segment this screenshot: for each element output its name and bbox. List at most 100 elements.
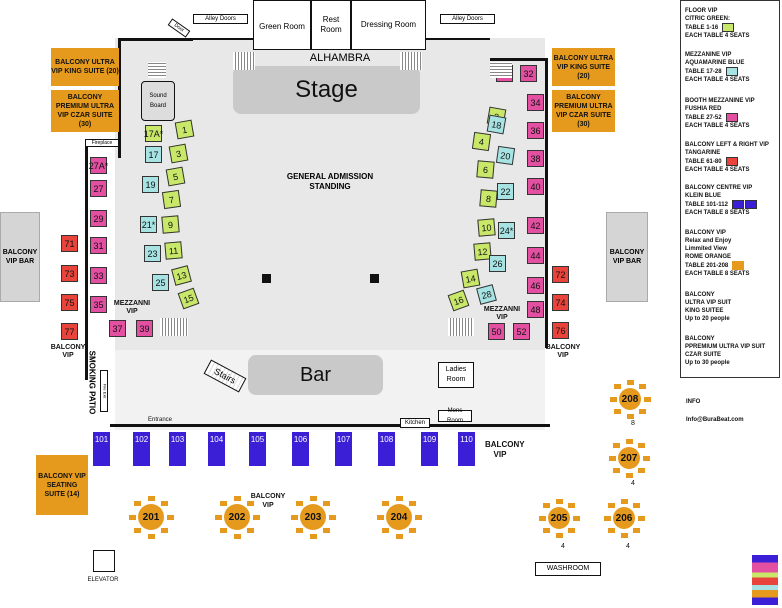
table-green-left-6[interactable]: 11 xyxy=(164,241,183,260)
round-table-3[interactable]: 204 xyxy=(386,504,412,530)
alley-doors-left[interactable]: Alley Doors xyxy=(193,14,248,24)
chair xyxy=(395,533,403,539)
table-blue-left-4[interactable]: 25 xyxy=(152,274,169,291)
mezzanine-stairs-right xyxy=(448,318,474,336)
table-red-left-3[interactable]: 77 xyxy=(61,323,78,340)
table-pink-left-2[interactable]: 29 xyxy=(90,210,107,227)
round-table-6[interactable]: 207 xyxy=(618,447,640,469)
table-pink-right-2[interactable]: 34 xyxy=(527,94,544,111)
czar-suite-right[interactable]: BALCONY PREMIUM ULTRA VIP CZAR SUITE (30… xyxy=(552,90,615,132)
table-pink-left-6[interactable]: 37 xyxy=(109,320,126,337)
round-table-2[interactable]: 203 xyxy=(300,504,326,530)
table-red-left-1[interactable]: 73 xyxy=(61,265,78,282)
table-pink-right-10[interactable]: 50 xyxy=(488,323,505,340)
table-pink-left-4[interactable]: 33 xyxy=(90,267,107,284)
table-blue-right-1[interactable]: 20 xyxy=(495,145,516,166)
sound-board: Sound Board xyxy=(141,81,175,121)
table-centre-5[interactable]: 106 xyxy=(292,432,309,466)
table-red-right-1[interactable]: 74 xyxy=(552,294,569,311)
table-centre-9[interactable]: 110 xyxy=(458,432,475,466)
round-table-7[interactable]: 208 xyxy=(619,388,641,410)
table-pink-right-5[interactable]: 40 xyxy=(527,178,544,195)
table-blue-left-2[interactable]: 21* xyxy=(140,216,157,233)
chair xyxy=(322,527,330,533)
round-table-1[interactable]: 202 xyxy=(224,504,250,530)
legend-centre-title: BALCONY CENTRE VIP xyxy=(685,185,753,191)
table-green-right-2[interactable]: 6 xyxy=(476,160,495,179)
table-green-right-3[interactable]: 8 xyxy=(479,189,498,208)
table-green-left-4[interactable]: 7 xyxy=(161,189,182,210)
chair xyxy=(643,396,651,402)
table-blue-right-3[interactable]: 24* xyxy=(498,222,515,239)
swatch-orange xyxy=(732,261,745,270)
legend-floor-title: FLOOR VIP xyxy=(685,8,718,14)
chair xyxy=(376,514,384,520)
table-green-left-0[interactable]: 17A* xyxy=(144,125,163,142)
table-blue-right-0[interactable]: 18 xyxy=(486,114,507,135)
table-green-right-1[interactable]: 4 xyxy=(471,131,492,152)
chair xyxy=(214,514,222,520)
table-pink-left-1[interactable]: 27 xyxy=(90,180,107,197)
legend-king-l1: ULTRA VIP SUIT xyxy=(685,300,732,306)
table-centre-2[interactable]: 103 xyxy=(169,432,186,466)
fire-exit[interactable]: Fire Exit xyxy=(100,370,108,412)
table-pink-left-5[interactable]: 35 xyxy=(90,296,107,313)
table-pink-right-1[interactable]: 32 xyxy=(520,65,537,82)
table-red-left-2[interactable]: 75 xyxy=(61,294,78,311)
table-pink-right-9[interactable]: 48 xyxy=(527,301,544,318)
table-pink-left-3[interactable]: 31 xyxy=(90,237,107,254)
table-pink-right-6[interactable]: 42 xyxy=(527,217,544,234)
table-centre-8[interactable]: 109 xyxy=(421,432,438,466)
table-pink-right-8[interactable]: 46 xyxy=(527,277,544,294)
table-pink-left-0[interactable]: 27A* xyxy=(89,157,108,174)
table-pink-right-7[interactable]: 44 xyxy=(527,247,544,264)
table-centre-1[interactable]: 102 xyxy=(133,432,150,466)
table-green-right-4[interactable]: 10 xyxy=(477,218,496,237)
swatch-blue xyxy=(725,67,738,76)
table-blue-left-3[interactable]: 23 xyxy=(144,245,161,262)
wall xyxy=(193,38,253,40)
table-pink-right-4[interactable]: 38 xyxy=(527,150,544,167)
table-blue-left-0[interactable]: 17 xyxy=(145,146,162,163)
chair xyxy=(603,515,611,521)
table-green-left-2[interactable]: 3 xyxy=(168,143,189,164)
czar-suite-left[interactable]: BALCONY PREMIUM ULTRA VIP CZAR SUITE (30… xyxy=(51,90,119,132)
table-red-right-2[interactable]: 76 xyxy=(552,322,569,339)
table-green-left-3[interactable]: 5 xyxy=(165,166,186,187)
info-email[interactable]: Info@BuraBeat.com xyxy=(686,417,744,423)
table-pink-right-11[interactable]: 52 xyxy=(513,323,530,340)
alley-doors-right[interactable]: Alley Doors xyxy=(440,14,495,24)
round-table-0[interactable]: 201 xyxy=(138,504,164,530)
legend-thumbnail xyxy=(752,555,778,605)
chair xyxy=(233,533,241,539)
round-table-4[interactable]: 205 xyxy=(548,507,570,529)
legend-bvip-l2: Limmited View xyxy=(685,246,727,252)
king-suite-left[interactable]: BALCONY ULTRA VIP KING SUITE (20) xyxy=(51,48,119,86)
table-blue-left-1[interactable]: 19 xyxy=(142,176,159,193)
seating-suite[interactable]: BALCONY VIP SEATING SUITE (14) xyxy=(36,455,88,515)
table-pink-left-7[interactable]: 39 xyxy=(136,320,153,337)
round-table-5[interactable]: 206 xyxy=(613,507,635,529)
swatch-green xyxy=(722,23,735,32)
table-red-right-0[interactable]: 72 xyxy=(552,266,569,283)
table-red-left-0[interactable]: 71 xyxy=(61,235,78,252)
table-blue-right-4[interactable]: 26 xyxy=(489,255,506,272)
chair xyxy=(626,379,634,385)
chair xyxy=(614,408,622,414)
table-centre-7[interactable]: 108 xyxy=(378,432,395,466)
info-title: INFO xyxy=(686,399,701,405)
table-centre-6[interactable]: 107 xyxy=(335,432,352,466)
legend-king-l3: Up to 20 people xyxy=(685,316,730,322)
wall xyxy=(118,38,121,158)
table-green-right-6[interactable]: 14 xyxy=(460,268,481,289)
table-centre-4[interactable]: 105 xyxy=(249,432,266,466)
table-green-left-1[interactable]: 1 xyxy=(174,119,195,140)
vip-bar-left: BALCONY VIP BAR xyxy=(0,212,40,302)
table-centre-3[interactable]: 104 xyxy=(208,432,225,466)
chair xyxy=(246,527,254,533)
table-centre-0[interactable]: 101 xyxy=(93,432,110,466)
table-pink-right-3[interactable]: 36 xyxy=(527,122,544,139)
table-green-left-5[interactable]: 9 xyxy=(161,215,180,234)
table-blue-right-2[interactable]: 22 xyxy=(497,183,514,200)
king-suite-right[interactable]: BALCONY ULTRA VIP KING SUITE (20) xyxy=(552,48,615,86)
